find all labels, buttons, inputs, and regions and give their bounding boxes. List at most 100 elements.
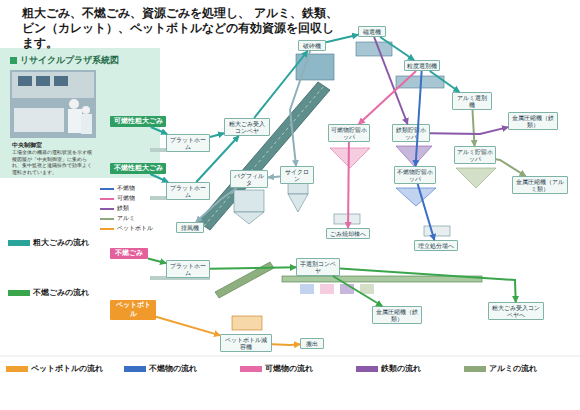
node-text: アルミ選別機 [455,94,489,108]
node-text: 不燃性粗大ごみ [113,164,163,173]
node-text: 手選別コンベヤ [299,260,337,274]
flow-arrow [326,35,358,42]
heading-square [10,57,17,64]
truck [334,214,360,224]
magnet-housing [356,42,392,56]
pet-compactor [232,316,262,330]
section-heading: リサイクルプラザ系統図 [20,55,160,66]
legend-swatch [8,290,30,296]
node-text: 粒度選別機 [407,62,437,69]
flow-arrow [210,133,224,137]
photo-person [82,106,90,114]
flow-arrow [359,71,416,124]
legend-item: ペットボトル [100,224,153,233]
node-text: 金属圧縮機（鉄類） [511,114,555,128]
legend-item: 不燃物の流れ [124,364,197,374]
sorting-bin [300,284,314,294]
legend-swatch [100,208,114,210]
legend-text: アルミ [117,214,135,223]
node-text: 粗大ごみ受入コンベヤ [227,120,267,134]
equipment-box: 埋立処分場へ [414,240,458,251]
node-text: サイクロン [283,168,311,182]
cyclone-cone [288,194,308,212]
equipment-box: バグフィルタ [230,170,268,188]
photo-person [81,114,92,134]
legend-item: 可燃物 [100,194,135,203]
equipment-box: プラットホーム [166,260,210,278]
photo-monitor [54,76,68,86]
control-room-photo [10,70,96,138]
crusher-housing [296,54,334,80]
legend-text: 可燃物 [117,194,135,203]
flow-arrow [156,317,220,336]
legend-swatch [100,188,114,190]
legend-swatch [6,366,28,372]
equipment-box: ペットボトル減容機 [220,334,272,352]
equipment-box: プラットホーム [166,182,210,200]
flow-arrow [347,142,350,228]
node-text: ペットボトル減容機 [223,336,269,350]
sorting-bin [320,284,334,294]
legend-swatch [100,228,114,230]
equipment-box: アルミ貯留ホッパ [454,146,496,164]
equipment-box: 搬出 [300,338,324,349]
legend-item: 可燃物の流れ [240,364,313,374]
flow-arrow [272,343,300,346]
node-text: バグフィルタ [233,172,265,186]
divider-line [0,356,580,357]
node-text: 搬出 [303,340,321,347]
bag-filter [234,190,264,212]
node-text: アルミ貯留ホッパ [457,148,493,162]
legend-text: 不燃物 [117,184,135,193]
flow-arrow [196,188,237,222]
sorting-bin [360,284,374,294]
flow-arrow [416,71,422,166]
photo-person [68,109,82,133]
flow-arrow [333,276,382,306]
sorting-bin [340,284,354,294]
legend-text: ペットボトルの流れ [31,364,103,374]
legend-text: 不燃物の流れ [149,364,197,374]
node-text: プラットホーム [169,136,207,150]
photo-person [69,99,79,109]
node-text: 可燃物貯留ホッパ [331,126,367,140]
legend-swatch [240,366,262,372]
flow-arrow [196,136,238,182]
bag-filter-cone [234,212,264,224]
node-text: 金属圧縮機（鉄類） [375,308,419,322]
equipment-box: 金属圧縮機（鉄類） [508,112,558,130]
flow-arrow [340,268,516,302]
legend-swatch [100,198,114,200]
legend-swatch [8,240,30,246]
node-text: 不燃物貯留ホッパ [397,168,433,182]
node-text: 埋立処分場へ [417,242,455,249]
hopper [456,168,496,188]
screen-housing [396,76,444,88]
photo-monitor [18,76,32,86]
equipment-box: 粗大ごみ受入コンベヤ [224,118,270,136]
equipment-box: 金属圧縮機（アルミ類） [512,176,568,194]
node-text: ペットボトル [113,301,153,319]
legend-item: 粗大ごみの流れ [8,238,89,248]
legend-swatch [356,366,378,372]
flow-arrow [210,267,296,268]
flow-arrow [374,37,407,124]
equipment-box: 可燃物貯留ホッパ [328,124,370,142]
equipment-box: 鉄類貯留ホッパ [392,124,430,142]
flow-arrow [430,71,460,92]
node-text: プラットホーム [169,184,207,198]
flow-arrow [290,51,310,166]
legend-text: 鉄類の流れ [381,364,421,374]
flow-arrow [496,159,526,176]
node-text: 可燃性粗大ごみ [113,117,163,126]
photo-wall [12,72,94,98]
mint-panel [0,48,160,178]
node-text: 粗大ごみ受入コンベヤへ [491,304,541,318]
flow-arrow [430,127,508,134]
page-title: 粗大ごみ、不燃ごみ、資源ごみを処理し、 アルミ、鉄類、ビン（カレット）、ペットボ… [22,6,342,51]
photo-note: 工場全体の機器の運転状況を示す模擬図版が「中央制御室」に集められ、集中監視と遠隔… [12,149,96,175]
flow-arrow [473,110,475,146]
node-text: 排風機 [179,224,201,231]
flow-arrow [380,37,414,60]
equipment-box: アルミ選別機 [452,92,492,110]
